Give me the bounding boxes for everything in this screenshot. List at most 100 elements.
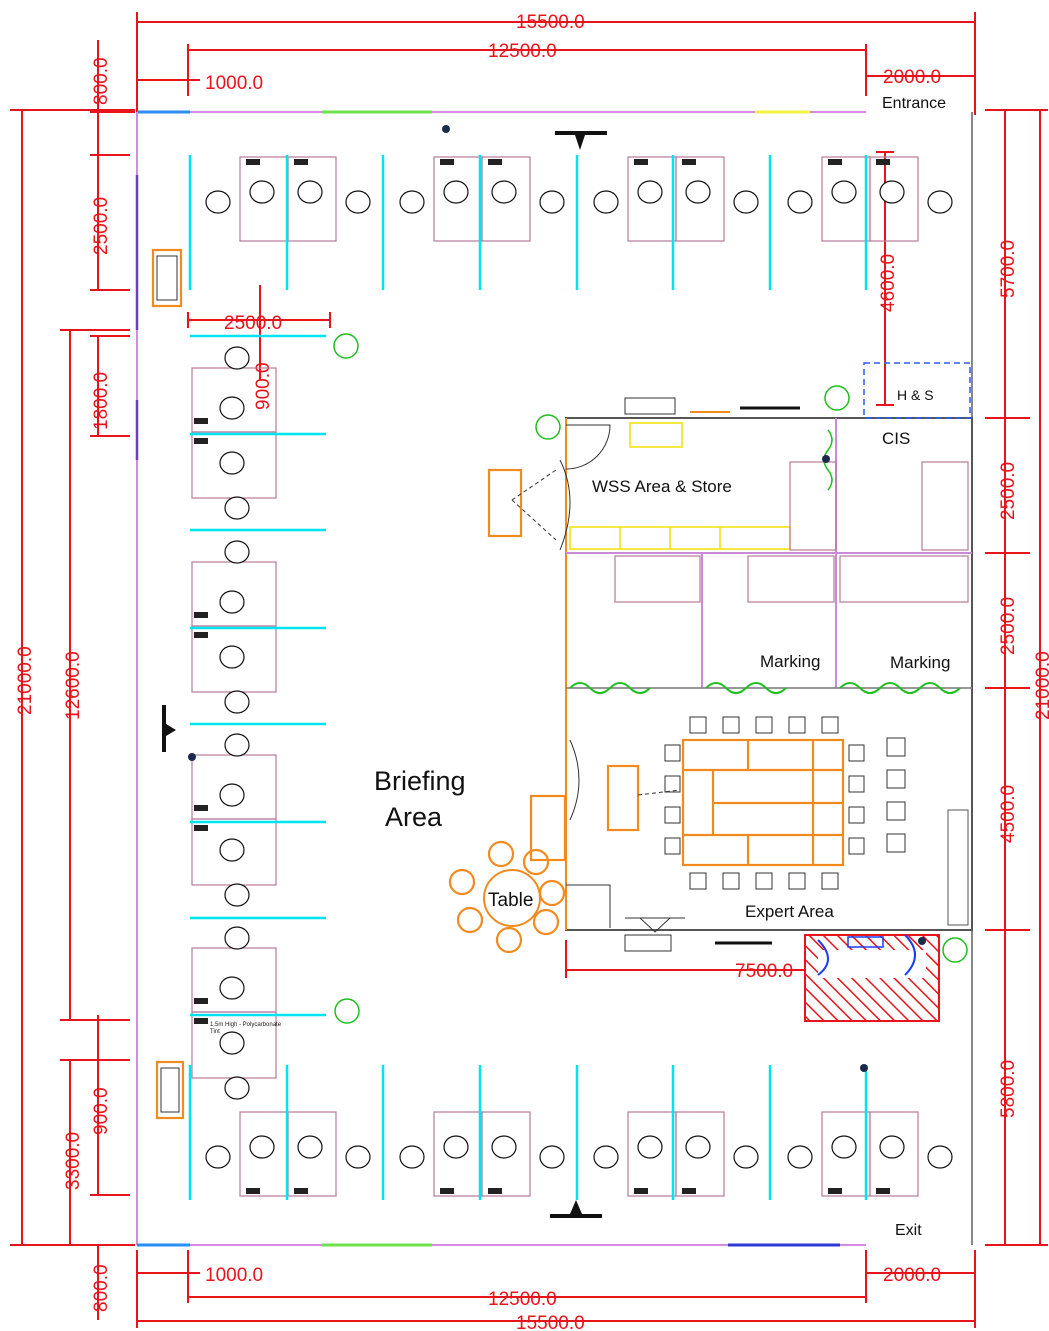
dim-right-expert: 4500.0 [998, 785, 1019, 843]
chair-icon [733, 1145, 759, 1169]
workstation-icon [294, 1188, 308, 1194]
workstation-icon [194, 438, 208, 444]
dim-bottom-overall: 15500.0 [516, 1313, 585, 1331]
dimension-labels: 15500.0 12500.0 1000.0 2000.0 800.0 2100… [15, 12, 1049, 1331]
chair-icon [205, 1145, 231, 1169]
chair-icon [345, 1145, 371, 1169]
chair-icon [787, 190, 813, 214]
chair-icon [224, 926, 250, 950]
dim-right-marking: 2500.0 [998, 597, 1019, 655]
left-cabinets [151, 248, 185, 1120]
workstation-icon [246, 1188, 260, 1194]
workstation-icon [828, 159, 842, 165]
chair-icon [637, 180, 663, 204]
polycarbonate-note-2: Tint [210, 1029, 220, 1035]
chair-icon [593, 190, 619, 214]
chair-icon [297, 1135, 323, 1159]
area-labels: Entrance Exit H & S CIS WSS Area & Store… [374, 95, 950, 1239]
chair-icon [224, 1076, 250, 1100]
chair-icon [219, 1031, 245, 1055]
marking-label-2: Marking [890, 653, 950, 672]
dim-top-right-offset: 2000.0 [883, 67, 941, 88]
entrance-label: Entrance [882, 95, 946, 112]
chair-icon [249, 1135, 275, 1159]
chair-icon [224, 496, 250, 520]
chair-icon [443, 1135, 469, 1159]
hazard-zone [804, 934, 940, 1022]
chair-icon [593, 1145, 619, 1169]
central-block [487, 362, 973, 952]
chair-icon [399, 1145, 425, 1169]
expert-label: Expert Area [745, 902, 834, 921]
briefing-label-2: Area [385, 802, 443, 832]
chair-icon [249, 180, 275, 204]
dim-bottom-right-offset: 2000.0 [883, 1265, 941, 1286]
chair-icon [219, 838, 245, 862]
dim-right-top: 5700.0 [998, 240, 1019, 298]
dim-bottom-inner: 12500.0 [488, 1289, 557, 1310]
chair-icon [787, 1145, 813, 1169]
dim-left-top-desks: 2500.0 [91, 197, 112, 255]
workstation-icon [194, 612, 208, 618]
chair-icon [539, 190, 565, 214]
chair-icon [205, 190, 231, 214]
marking-label-1: Marking [760, 652, 820, 671]
dim-bottom-margin: 800.0 [91, 1264, 112, 1312]
camera-icons [188, 125, 926, 1072]
workstation-icon [488, 159, 502, 165]
dim-left-overall: 21000.0 [15, 646, 36, 715]
workstation-icon [634, 1188, 648, 1194]
chair-icon [224, 346, 250, 370]
chair-icon [224, 690, 250, 714]
chair-icon [224, 540, 250, 564]
dim-right-wss: 2500.0 [998, 462, 1019, 520]
chair-icon [219, 783, 245, 807]
top-desk-row [188, 155, 953, 290]
workstation-icon [440, 159, 454, 165]
chair-icon [224, 883, 250, 907]
dim-bottom-left-offset: 1000.0 [205, 1265, 263, 1286]
workstation-icon [828, 1188, 842, 1194]
plant-icons [333, 333, 968, 1024]
chair-icon [219, 590, 245, 614]
workstation-icon [194, 418, 208, 424]
workstation-icon [194, 1018, 208, 1024]
chair-icon [685, 1135, 711, 1159]
dim-top-overall: 15500.0 [516, 12, 585, 33]
chair-icon [831, 180, 857, 204]
workstation-icon [876, 1188, 890, 1194]
dim-expert-width: 7500.0 [735, 961, 793, 982]
hs-label: H & S [897, 387, 934, 403]
dim-desk-width: 2500.0 [224, 313, 282, 334]
chair-icon [927, 190, 953, 214]
chair-icon [224, 733, 250, 757]
chair-icon [219, 976, 245, 1000]
chair-icon [219, 451, 245, 475]
chair-icon [879, 180, 905, 204]
chair-icon [927, 1145, 953, 1169]
dim-desk-depth: 900.0 [253, 362, 274, 410]
chair-icon [443, 180, 469, 204]
cis-label: CIS [882, 429, 910, 448]
workstation-icon [194, 998, 208, 1004]
chair-icon [637, 1135, 663, 1159]
dim-entrance-depth: 4600.0 [878, 254, 899, 312]
dim-left-briefing: 12600.0 [63, 651, 84, 720]
chair-icon [399, 190, 425, 214]
chair-icon [345, 190, 371, 214]
dim-top-margin: 800.0 [91, 57, 112, 105]
workstation-icon [682, 1188, 696, 1194]
dim-left-gap: 1800.0 [91, 372, 112, 430]
workstation-icon [194, 805, 208, 811]
polycarbonate-note: 1.5m High - Polycarbonate [210, 1022, 282, 1028]
table-label: Table [488, 890, 533, 911]
workstation-icon [246, 159, 260, 165]
workstation-icon [682, 159, 696, 165]
dim-left-bottom-gap: 900.0 [91, 1087, 112, 1135]
chair-icon [491, 1135, 517, 1159]
bottom-desk-row [188, 1065, 953, 1200]
dim-top-left-offset: 1000.0 [205, 73, 263, 94]
workstation-icon [876, 159, 890, 165]
chair-icon [539, 1145, 565, 1169]
